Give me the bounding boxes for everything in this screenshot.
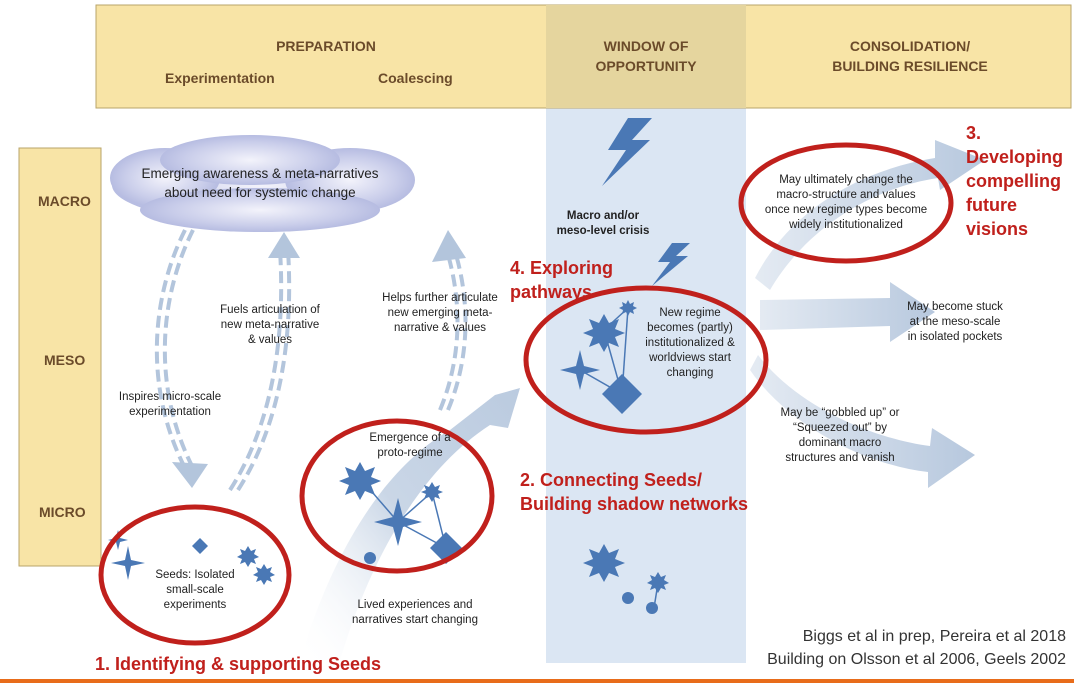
arm-mid [760, 282, 935, 342]
ellipse-seeds [98, 504, 292, 646]
stage-1-label: 1. Identifying & supporting Seeds [95, 654, 382, 674]
scale-meso: MESO [44, 352, 86, 368]
bottom-rule [0, 679, 1074, 683]
ellipse-proto-regime [299, 418, 495, 574]
arm-down [750, 355, 975, 488]
lightning-1 [602, 118, 652, 186]
trajectory-arrow [300, 388, 520, 660]
lightning-2 [652, 243, 690, 286]
subphase-experimentation: Experimentation [165, 70, 275, 86]
window-column [546, 108, 746, 663]
ellipse-macro-change [738, 142, 954, 264]
ellipse-new-regime [523, 285, 769, 435]
seeds-shapes [108, 530, 275, 585]
window-seeds [583, 544, 669, 614]
subphase-coalescing: Coalescing [378, 70, 453, 86]
arm-up [755, 140, 985, 290]
scale-bar [18, 147, 102, 567]
scale-macro: MACRO [38, 193, 91, 209]
dashed-arrows [154, 229, 468, 492]
phase-preparation: PREPARATION [276, 38, 376, 54]
stage-2-label: 2. Connecting Seeds/Building shadow netw… [520, 470, 749, 514]
scale-micro: MICRO [39, 504, 86, 520]
header-window-cell [546, 5, 746, 108]
new-regime-network [560, 300, 642, 414]
proto-regime-network [339, 462, 462, 564]
phase-consolidation: CONSOLIDATION/BUILDING RESILIENCE [832, 38, 988, 74]
awareness-cloud [110, 135, 415, 232]
